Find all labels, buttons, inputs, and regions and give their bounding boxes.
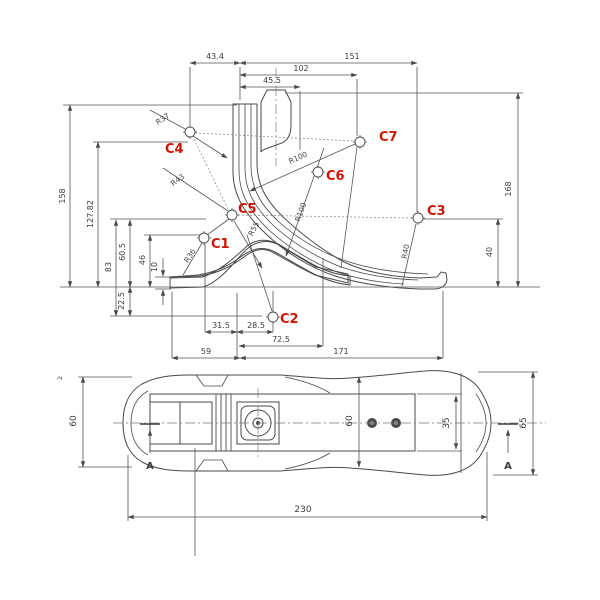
dim-heel-width: 60: [69, 415, 79, 427]
radius-r36: R36: [182, 247, 198, 264]
label-c7: C7: [379, 130, 398, 145]
point-markers: [183, 125, 425, 324]
dim-toe-width: 65: [519, 417, 529, 428]
main-spring-profile: [232, 103, 448, 290]
point-c2-marker: [266, 310, 280, 324]
label-c2: C2: [280, 312, 299, 327]
dim-83: 83: [104, 262, 113, 272]
dim-10: 10: [150, 262, 159, 272]
dim-168: 168: [504, 181, 513, 196]
point-c4-marker: [183, 125, 197, 139]
section-marker-right: A: [498, 423, 518, 472]
radius-r100-upper: R100: [287, 150, 309, 166]
leader-lines: [149, 109, 417, 312]
dim-plate-width: 35: [442, 417, 452, 428]
dim-31-5: 31.5: [212, 321, 230, 330]
clamp-plate-lines: [215, 394, 232, 451]
heel-spring-bottom: [169, 241, 349, 289]
dim-46: 46: [138, 255, 147, 265]
point-c5-marker: [225, 208, 239, 222]
radius-r100-lower: R100: [293, 201, 308, 223]
dim-40: 40: [485, 247, 494, 257]
plan-extension-lines: [78, 371, 538, 521]
dim-waist-width: 60: [345, 415, 355, 427]
section-marker-left: A: [140, 423, 160, 472]
dim-60-5: 60.5: [118, 243, 127, 261]
label-c6: C6: [326, 169, 345, 184]
dim-59: 59: [201, 347, 211, 356]
label-c5: C5: [238, 202, 257, 217]
construction-dotted-lines: [193, 132, 413, 219]
label-c4: C4: [165, 142, 184, 157]
dim-22-5: 22.5: [117, 292, 126, 310]
dim-45-5: 45.5: [263, 76, 281, 85]
dim-length: 230: [294, 505, 311, 515]
dim-127-82: 127.82: [86, 200, 95, 228]
dim-28-5: 28.5: [247, 321, 265, 330]
dim-102: 102: [293, 64, 308, 73]
section-label-right: A: [504, 461, 512, 472]
label-c3: C3: [427, 204, 446, 219]
dim-158: 158: [58, 188, 67, 203]
extension-lines: [60, 67, 540, 358]
point-c1-marker: [197, 231, 211, 245]
plan-dimension-lines: [80, 371, 536, 520]
section-label-left: A: [146, 461, 154, 472]
radius-r43: R43: [169, 172, 186, 188]
lamination-lines: [238, 104, 429, 285]
dim-72-5: 72.5: [272, 335, 290, 344]
side-view: 43.4 151 102 45.5 31.5 28.5 72.5 59 171 …: [58, 52, 540, 361]
radius-r40: R40: [400, 243, 412, 260]
radius-r55: R55: [246, 220, 261, 237]
dim-171: 171: [333, 347, 348, 356]
point-c7-marker: [353, 135, 367, 149]
point-c3-marker: [411, 211, 425, 225]
note-mark: 2: [57, 376, 64, 380]
dim-43-4: 43.4: [206, 52, 224, 61]
dim-151: 151: [344, 52, 359, 61]
label-c1: C1: [211, 237, 230, 252]
plan-view: A A 60 60 35 65 230 2: [57, 370, 546, 556]
dimension-lines: [67, 60, 521, 361]
pyramid-adapter-block: [260, 89, 292, 153]
heel-spring-profile: [169, 239, 351, 286]
point-c6-marker: [311, 165, 325, 179]
